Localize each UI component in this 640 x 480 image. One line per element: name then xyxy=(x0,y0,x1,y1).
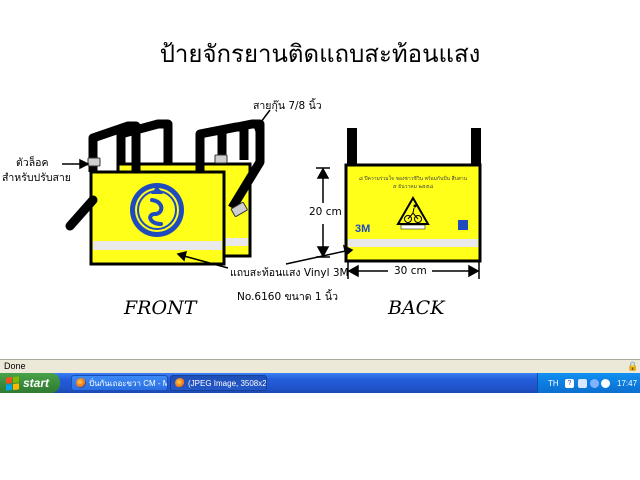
front-strap-right xyxy=(195,122,249,172)
start-label: start xyxy=(23,376,50,390)
back-panel-text-line1: ๘ ปีความร่วมใจ ของชาวชีวิน พร้อมกันปั่น … xyxy=(359,175,468,182)
taskbar-button-label: (JPEG Image, 3508x2... xyxy=(188,378,267,388)
back-small-logo-icon xyxy=(458,220,468,230)
language-indicator[interactable]: TH xyxy=(548,379,559,388)
tray-app-icon[interactable] xyxy=(578,379,587,388)
front-strap-diagonal xyxy=(65,195,98,231)
front-caption: FRONT xyxy=(124,297,197,319)
back-3m-logo: 3M xyxy=(355,223,370,235)
lock-icon: 🔒 xyxy=(627,361,639,371)
width-label: 30 cm xyxy=(394,265,427,277)
buckle-diagonal xyxy=(230,201,248,217)
start-button[interactable]: start xyxy=(0,373,60,393)
taskbar-button-jpeg-image[interactable]: (JPEG Image, 3508x2... xyxy=(170,375,267,391)
height-label: 20 cm xyxy=(309,206,342,218)
taskbar-button-thai-page[interactable]: ปั่นกันเถอะขวา CM - M... xyxy=(71,375,168,391)
back-panel-text-line2: ๕ ธันวาคม ๒๕๕๘ xyxy=(393,184,434,190)
volume-icon[interactable] xyxy=(601,379,610,388)
reflective-label-line2: No.6160 ขนาด 1 นิ้ว xyxy=(237,291,338,303)
strap-label: สายกุ๊น 7/8 นิ้ว xyxy=(253,100,322,112)
page-title: ป้ายจักรยานติดแถบสะท้อนแสง xyxy=(159,40,481,68)
front-rear-strap-left xyxy=(116,119,173,165)
back-reflective-strip xyxy=(348,239,478,247)
clock: 17:47 xyxy=(617,379,638,388)
windows-taskbar: start ปั่นกันเถอะขวา CM - M... (JPEG Ima… xyxy=(0,373,640,393)
network-icon[interactable] xyxy=(590,379,599,388)
blank-area xyxy=(0,393,640,480)
front-strap-left xyxy=(88,121,141,172)
status-text: Done xyxy=(4,361,26,371)
firefox-icon xyxy=(175,378,185,388)
browser-status-bar: Done 🔒 xyxy=(0,359,640,374)
height-dimension xyxy=(316,167,330,258)
callout-arrows xyxy=(62,109,354,269)
help-icon[interactable]: ? xyxy=(565,379,574,388)
system-tray: TH ? 17:47 xyxy=(537,373,640,393)
back-caption: BACK xyxy=(388,297,445,319)
windows-logo-icon xyxy=(6,375,19,391)
university-seal-icon xyxy=(130,183,184,237)
buckle-left xyxy=(87,157,101,167)
firefox-icon xyxy=(76,378,86,388)
taskbar-button-label: ปั่นกันเถอะขวา CM - M... xyxy=(89,378,168,388)
bike-sign-diagram: ๘ ปีความร่วมใจ ของชาวชีวิน พร้อมกันปั่น … xyxy=(62,109,482,279)
lock-label-line2: สำหรับปรับสาย xyxy=(2,172,71,184)
cyclist-warning-icon xyxy=(396,195,430,230)
width-dimension xyxy=(347,262,480,279)
front-reflective-strip xyxy=(93,241,222,250)
buckle-right xyxy=(214,154,228,164)
lock-label-line1: ตัวล็อค xyxy=(16,157,49,169)
reflective-label-line1: แถบสะท้อนแสง Vinyl 3M xyxy=(230,267,349,279)
